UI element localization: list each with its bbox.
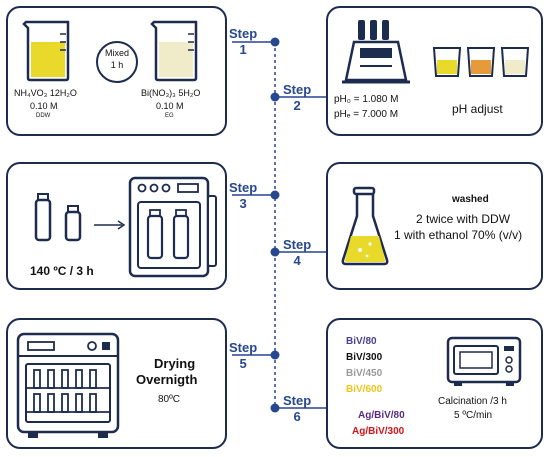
timeline-node-4: [270, 247, 280, 257]
ph-initial: pH₀ = 1.080 M: [334, 94, 399, 105]
calcination-label: Calcination /3 h: [438, 396, 507, 407]
mixed-label: Mixed: [104, 48, 129, 58]
furnace-icon: [446, 336, 522, 386]
wash-ethanol: 1 with ethanol 70% (v/v): [394, 228, 523, 242]
timeline-node-1: [270, 37, 280, 47]
sample-biv-80: BiV/80: [346, 336, 377, 347]
reagent-2-conc: 0.10 M: [156, 101, 184, 111]
reaction-condition: 140 ºC / 3 h: [30, 264, 94, 278]
wash-ddw: 2 twice with DDW: [416, 212, 511, 226]
beaker-light-icon: [150, 20, 198, 82]
autoclave-oven-icon: [128, 176, 217, 278]
sample-ag-biv-300: Ag/BiV/300: [352, 426, 405, 437]
timeline-node-3: [270, 190, 280, 200]
ph-beakers-icon: [432, 47, 530, 77]
timeline-node-6: [270, 403, 280, 413]
flask-icon: [341, 186, 389, 266]
drying-oven-icon: [16, 332, 120, 438]
reagent-2-solvent: EG: [165, 113, 174, 119]
sample-biv-450: BiV/450: [346, 368, 383, 379]
calcination-rate: 5 ºC/min: [454, 410, 493, 421]
panel-step-3: 140 ºC / 3 h: [6, 162, 227, 290]
ph-meter-icon: [342, 20, 410, 84]
drying-title-1: Drying: [154, 356, 196, 371]
washed-label: washed: [452, 194, 489, 205]
sample-biv-600: BiV/600: [346, 384, 383, 395]
reagent-2-name: Bi(NO₃)₃ 5H₂O: [141, 88, 201, 98]
drying-temperature: 80ºC: [158, 394, 180, 405]
timeline-node-2: [270, 92, 280, 102]
reagent-1-conc: 0.10 M: [30, 101, 58, 111]
timeline-node-5: [270, 350, 280, 360]
beaker-yellow-icon: [22, 20, 70, 82]
panel-step-2: pH₀ = 1.080 M pHₑ = 7.000 M pH adjust: [326, 6, 543, 136]
reagent-1-name: NH₄VO₃ 12H₂O: [14, 88, 77, 98]
panel-step-5: Drying Overnigth 80ºC: [6, 318, 227, 449]
panel-step-4: washed 2 twice with DDW 1 with ethanol 7…: [326, 162, 543, 290]
panel-step-6: BiV/80 BiV/300 BiV/450 BiV/600 Ag/BiV/80…: [326, 318, 543, 449]
sample-biv-300: BiV/300: [346, 352, 383, 363]
ph-final: pHₑ = 7.000 M: [334, 109, 399, 120]
ph-adjust-label: pH adjust: [452, 102, 503, 116]
panel-step-1: Mixed 1 h NH₄VO₃ 12H₂O 0.10 M DDW Bi(NO₃…: [6, 6, 227, 136]
reagent-1-solvent: DDW: [36, 113, 51, 119]
drying-title-2: Overnigth: [136, 372, 198, 387]
sample-ag-biv-80: Ag/BiV/80: [358, 410, 405, 421]
vials-icon: [34, 193, 82, 242]
arrow-right-icon: [94, 220, 126, 230]
mixed-time: 1 h: [110, 60, 124, 70]
mixed-circle: [96, 41, 138, 83]
